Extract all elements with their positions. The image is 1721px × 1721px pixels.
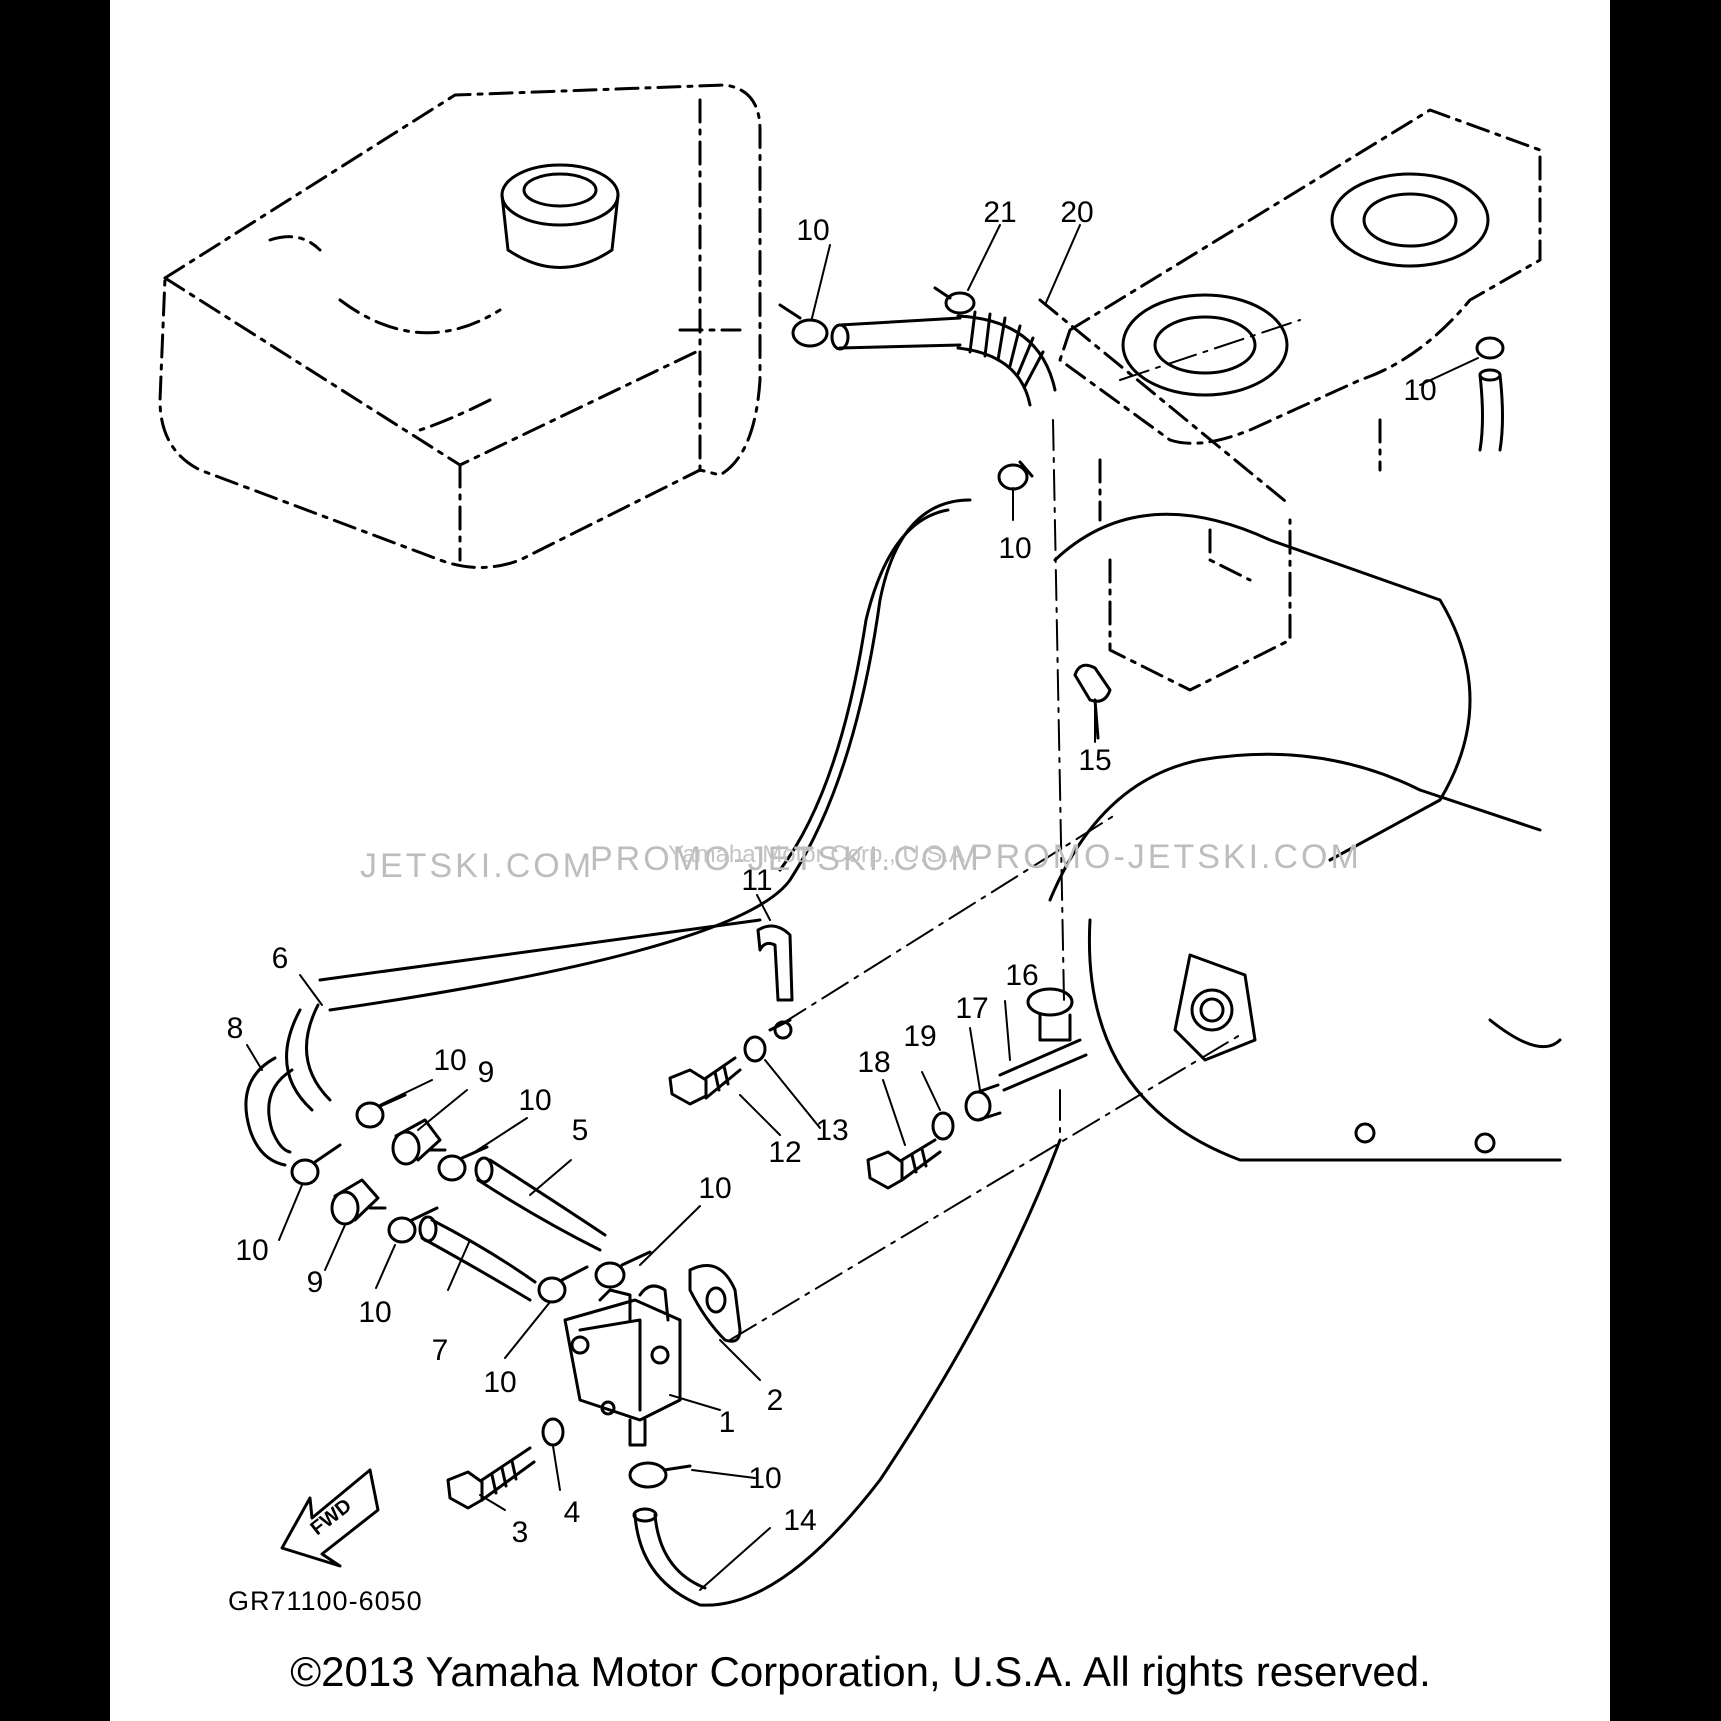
callout-10: 10 xyxy=(998,532,1031,565)
hose-clamp xyxy=(537,1265,589,1304)
hose-clamp xyxy=(628,1461,692,1489)
watermark-right: PROMO-JETSKI.COM xyxy=(590,840,982,878)
callout-14: 14 xyxy=(783,1504,816,1537)
hose-8 xyxy=(244,1056,294,1167)
callout-labels: 10 21 20 10 10 15 11 6 8 10 9 10 5 12 13… xyxy=(227,196,1437,1549)
clip-15 xyxy=(1073,663,1112,740)
bolt-18 xyxy=(866,1138,942,1190)
hose-6 xyxy=(285,1003,332,1112)
washer-19 xyxy=(931,1111,955,1141)
washer-13 xyxy=(743,1035,767,1063)
copyright-notice: ©2013 Yamaha Motor Corporation, U.S.A. A… xyxy=(290,1648,1431,1695)
leader-lines xyxy=(246,224,1479,1591)
hose-clamp xyxy=(355,1093,407,1129)
callout-15: 15 xyxy=(1078,744,1111,777)
callout-9: 9 xyxy=(307,1266,324,1299)
collar-17 xyxy=(964,1083,1002,1122)
callout-13: 13 xyxy=(815,1114,848,1147)
callout-3: 3 xyxy=(512,1516,529,1549)
callout-7: 7 xyxy=(432,1334,449,1367)
oil-tank xyxy=(158,83,762,569)
callout-20: 20 xyxy=(1060,196,1093,229)
callout-11: 11 xyxy=(741,864,772,897)
callout-21: 21 xyxy=(983,196,1016,229)
callout-8: 8 xyxy=(227,1012,244,1045)
callout-10: 10 xyxy=(1403,374,1436,407)
callout-19: 19 xyxy=(903,1020,936,1053)
callout-10: 10 xyxy=(748,1462,781,1495)
hose-clamp xyxy=(778,303,829,348)
callout-18: 18 xyxy=(857,1046,890,1079)
watermark-left: JETSKI.COM xyxy=(360,847,594,885)
stud-16 xyxy=(998,987,1088,1092)
callout-5: 5 xyxy=(572,1114,589,1147)
hose-clamp xyxy=(387,1206,439,1244)
fwd-arrow-icon xyxy=(280,1468,380,1568)
callout-6: 6 xyxy=(272,942,289,975)
oil-pump xyxy=(563,1284,682,1447)
callout-10: 10 xyxy=(518,1084,551,1117)
callout-10: 10 xyxy=(433,1044,466,1077)
washer-4 xyxy=(541,1417,565,1447)
bolt-12 xyxy=(668,1056,742,1106)
gasket-2 xyxy=(688,1264,742,1343)
reference-code: GR71100-6050 xyxy=(228,1586,423,1616)
callout-10: 10 xyxy=(358,1296,391,1329)
callout-10: 10 xyxy=(796,214,829,247)
hose-7 xyxy=(418,1215,537,1302)
oil-delivery-hose xyxy=(318,498,972,1012)
mounting-flange xyxy=(1173,953,1257,1062)
hose-clamp xyxy=(997,460,1034,491)
bolt-3 xyxy=(446,1446,536,1510)
watermark-small: Yamaha Motor Corp., U.S.A. xyxy=(668,841,972,868)
hose-clamp xyxy=(290,1143,342,1186)
check-valve xyxy=(391,1118,447,1166)
callout-10: 10 xyxy=(483,1366,516,1399)
tank-filler-cap xyxy=(500,163,620,269)
hose-14 xyxy=(632,1138,1062,1607)
callout-1: 1 xyxy=(719,1406,736,1439)
reference-line xyxy=(729,319,1301,1341)
callout-17: 17 xyxy=(955,992,988,1025)
callout-10: 10 xyxy=(698,1172,731,1205)
hose-clamp xyxy=(437,1145,489,1182)
hose-clamp xyxy=(594,1250,652,1289)
callout-2: 2 xyxy=(767,1384,784,1417)
callout-9: 9 xyxy=(478,1056,495,1089)
watermark-right: PROMO-JETSKI.COM xyxy=(970,838,1362,876)
engine-cylinder-bores xyxy=(1121,172,1490,397)
engine-side-fitting xyxy=(1475,336,1505,452)
engine-block xyxy=(1038,108,1542,692)
callout-12: 12 xyxy=(768,1136,801,1169)
hose-bracket xyxy=(756,924,794,1040)
callout-4: 4 xyxy=(564,1496,581,1529)
callout-10: 10 xyxy=(235,1234,268,1267)
callout-16: 16 xyxy=(1005,959,1038,992)
diagram-sheet xyxy=(110,0,1610,1721)
hose-5 xyxy=(474,1156,607,1252)
hose-clamp xyxy=(933,286,976,315)
breather-hose xyxy=(830,310,1057,407)
check-valve xyxy=(330,1178,387,1226)
